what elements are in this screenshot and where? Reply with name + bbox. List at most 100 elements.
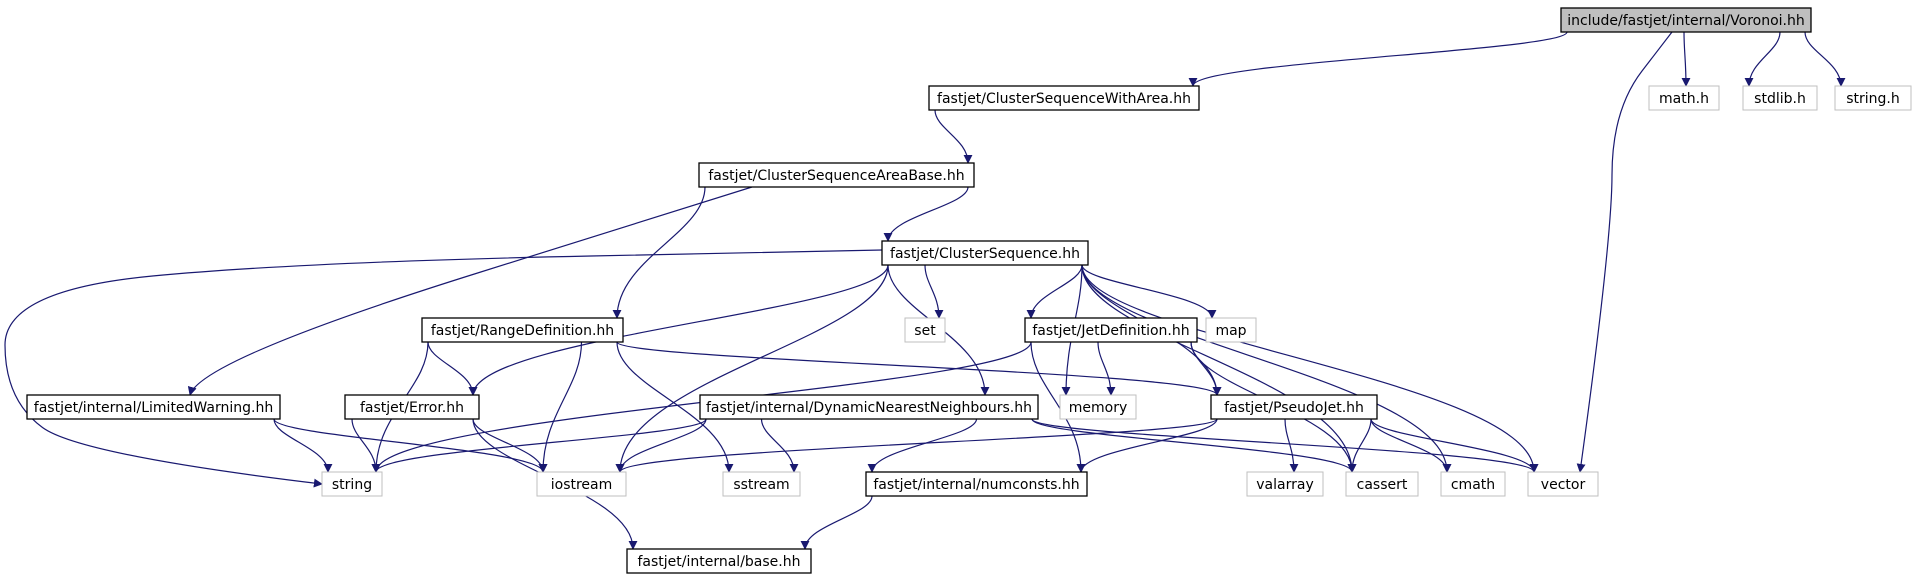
node-label: vector (1541, 477, 1586, 493)
node-box (699, 394, 1039, 420)
node-label: set (914, 323, 936, 339)
node-label: fastjet/ClusterSequence.hh (890, 246, 1080, 262)
edge-numconsts-to-base (800, 495, 873, 550)
node-set: set (904, 317, 946, 343)
node-dnn[interactable]: fastjet/internal/DynamicNearestNeighbour… (699, 394, 1039, 420)
edge-cs_area_base-to-limited_warning (187, 186, 753, 396)
edge-voronoi-to-stdlib_h (1744, 31, 1781, 87)
node-numconsts[interactable]: fastjet/internal/numconsts.hh (865, 471, 1088, 497)
node-label: string.h (1846, 91, 1900, 107)
edge-voronoi-to-string_h (1804, 31, 1846, 87)
node-box (1059, 394, 1137, 420)
node-pseudojet[interactable]: fastjet/PseudoJet.hh (1210, 394, 1378, 420)
node-label: cassert (1357, 477, 1408, 493)
node-label: iostream (551, 477, 613, 493)
node-layer: include/fastjet/internal/Voronoi.hh fastj… (26, 7, 1912, 574)
node-label: include/fastjet/internal/Voronoi.hh (1567, 13, 1804, 29)
edge-cs-to-set (924, 264, 944, 319)
edge-limited_warning-to-string (273, 418, 333, 473)
node-error[interactable]: fastjet/Error.hh (344, 394, 480, 420)
edge-range_def-to-iostream (538, 341, 583, 473)
edge-range_def-to-error (427, 341, 478, 396)
node-sstream: sstream (722, 471, 801, 497)
node-box (1210, 394, 1378, 420)
node-label: memory (1069, 400, 1128, 416)
node-label: fastjet/PseudoJet.hh (1224, 400, 1364, 416)
edge-error-to-iostream (472, 418, 548, 473)
edge-dnn-to-sstream (760, 418, 799, 473)
node-box (698, 162, 975, 188)
node-box (26, 394, 281, 420)
edge-pseudojet-to-cassert (1347, 418, 1372, 473)
node-cs-area-base[interactable]: fastjet/ClusterSequenceAreaBase.hh (698, 162, 975, 188)
node-box (928, 85, 1200, 111)
node-label: math.h (1659, 91, 1709, 107)
edge-layer (4, 31, 1846, 550)
node-box (344, 394, 480, 420)
node-box (1205, 317, 1257, 343)
node-box (881, 240, 1089, 266)
node-label: cmath (1451, 477, 1495, 493)
node-box (321, 471, 383, 497)
node-box (1345, 471, 1419, 497)
edge-voronoi-to-vector (1576, 31, 1673, 473)
edge-range_def-to-pseudojet (616, 341, 1222, 396)
edge-voronoi-to-csw_area (1188, 31, 1568, 87)
node-box (722, 471, 801, 497)
node-valarray: valarray (1246, 471, 1324, 497)
edge-pseudojet-to-vector (1370, 418, 1539, 473)
edge-cs-to-jet_def (1026, 264, 1083, 319)
node-box (1024, 317, 1198, 343)
node-jet-def[interactable]: fastjet/JetDefinition.hh (1024, 317, 1198, 343)
node-box (1527, 471, 1599, 497)
node-box (536, 471, 627, 497)
node-box (1440, 471, 1506, 497)
node-csw-area[interactable]: fastjet/ClusterSequenceWithArea.hh (928, 85, 1200, 111)
node-iostream: iostream (536, 471, 627, 497)
edge-error-to-string (351, 418, 381, 473)
edge-cs-to-map (1081, 264, 1217, 319)
node-box (1246, 471, 1324, 497)
edge-cs-to-cmath (1081, 264, 1452, 473)
node-box (421, 317, 624, 343)
edge-cs_area_base-to-cs (883, 186, 969, 242)
edge-cs-to-string (4, 249, 883, 488)
edge-cs-to-error (468, 264, 889, 396)
edge-limited_warning-to-iostream (273, 418, 548, 473)
node-label: fastjet/internal/numconsts.hh (873, 477, 1079, 493)
node-base[interactable]: fastjet/internal/base.hh (626, 548, 812, 574)
node-map: map (1205, 317, 1257, 343)
node-voronoi[interactable]: include/fastjet/internal/Voronoi.hh (1560, 7, 1812, 33)
node-range-def[interactable]: fastjet/RangeDefinition.hh (421, 317, 624, 343)
node-memory: memory (1059, 394, 1137, 420)
node-string-h: string.h (1834, 85, 1912, 111)
edge-jet_def-to-memory (1097, 341, 1116, 396)
node-label: sstream (733, 477, 789, 493)
edge-cs-to-cassert (1081, 264, 1357, 473)
node-cassert: cassert (1345, 471, 1419, 497)
node-limited-warning[interactable]: fastjet/internal/LimitedWarning.hh (26, 394, 281, 420)
edge-range_def-to-sstream (616, 341, 734, 473)
node-label: fastjet/RangeDefinition.hh (431, 323, 614, 339)
node-label: fastjet/ClusterSequenceAreaBase.hh (708, 168, 964, 184)
node-box (1742, 85, 1818, 111)
node-box (626, 548, 812, 574)
edge-dnn-to-cassert (1031, 418, 1357, 473)
node-label: fastjet/internal/DynamicNearestNeighbour… (706, 400, 1032, 416)
node-vector: vector (1527, 471, 1599, 497)
node-label: fastjet/internal/base.hh (637, 554, 800, 570)
node-cs[interactable]: fastjet/ClusterSequence.hh (881, 240, 1089, 266)
node-math-h: math.h (1648, 85, 1720, 111)
node-label: valarray (1256, 477, 1313, 493)
edge-pseudojet-to-numconsts (1076, 418, 1218, 473)
node-stdlib-h: stdlib.h (1742, 85, 1818, 111)
edge-pseudojet-to-cmath (1370, 418, 1452, 473)
edge-jet_def-to-numconsts (1030, 341, 1086, 473)
edge-dnn-to-string (371, 418, 707, 473)
edge-voronoi-to-math_h (1681, 31, 1691, 87)
node-box (904, 317, 946, 343)
node-box (1834, 85, 1912, 111)
node-label: fastjet/internal/LimitedWarning.hh (34, 400, 273, 416)
node-label: fastjet/Error.hh (360, 400, 464, 416)
